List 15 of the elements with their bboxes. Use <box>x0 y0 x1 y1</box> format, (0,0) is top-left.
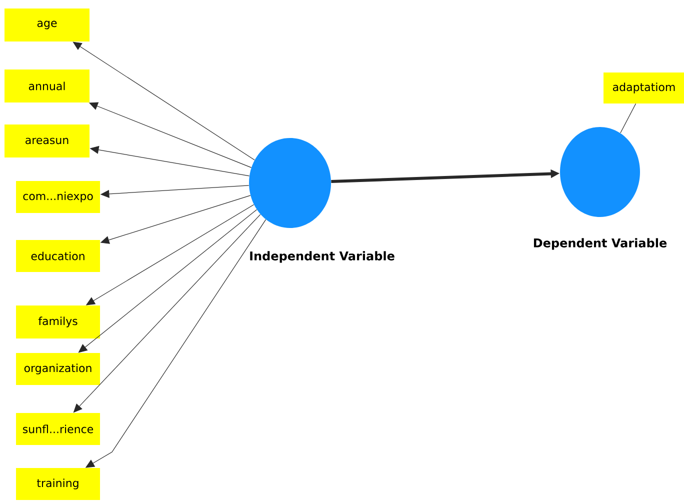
node-label: Independent Variable <box>250 251 394 263</box>
indicator-box: familys <box>16 305 100 338</box>
indicator-box: areasun <box>4 124 90 158</box>
indicator-box: adaptatiom <box>604 72 684 104</box>
indicator-box: annual <box>4 70 90 102</box>
indicator-box: training <box>16 468 100 500</box>
indicator-box: sunfl...rience <box>16 412 100 445</box>
arrow <box>73 214 261 413</box>
indicator-box: age <box>4 8 90 42</box>
arrow <box>72 42 255 160</box>
indicator-box: com...niexpo <box>16 181 100 213</box>
indicator-box: organization <box>16 352 100 385</box>
node-label: Dependent Variable <box>534 238 667 250</box>
arrow <box>78 209 258 353</box>
indicator-box: education <box>16 240 100 272</box>
